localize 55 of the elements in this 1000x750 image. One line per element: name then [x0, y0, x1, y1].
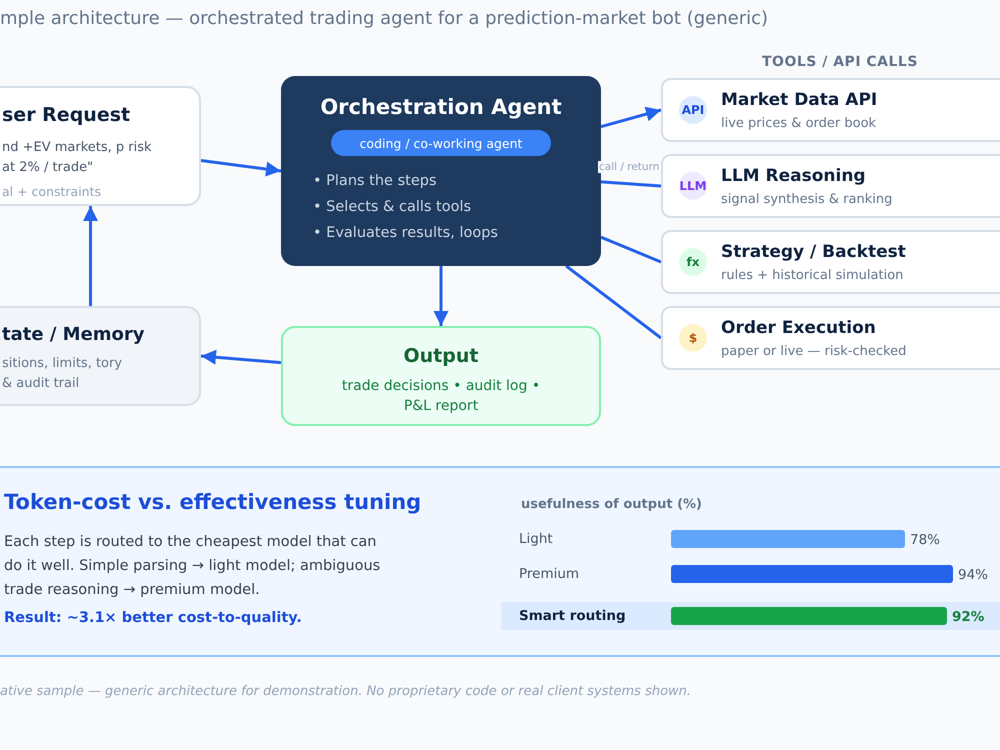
- card-subtitle: al + constraints: [2, 184, 102, 199]
- value-label: 78%: [910, 532, 940, 548]
- bullet-item: • Plans the steps: [313, 173, 436, 189]
- card-title: Market Data API: [721, 90, 878, 110]
- card-title: tate / Memory: [2, 324, 145, 345]
- agent-type-pill: [331, 130, 551, 156]
- arrow: [600, 106, 662, 128]
- card-subtitle: signal synthesis & ranking: [721, 192, 892, 207]
- value-label: 92%: [952, 609, 984, 625]
- arrow: [434, 266, 448, 326]
- panel-title: Token-cost vs. effectiveness tuning: [4, 490, 422, 514]
- card-title: Strategy / Backtest: [721, 242, 906, 262]
- chart-title: usefulness of output (%): [521, 497, 702, 512]
- section-heading: TOOLS / API CALLS: [762, 54, 918, 70]
- result-text: Result: ~3.1× better cost-to-quality.: [4, 610, 302, 626]
- tool-card: [661, 154, 1000, 218]
- card-subtitle: live prices & order book: [721, 116, 876, 131]
- arrow: [200, 159, 282, 176]
- request-card: [0, 86, 201, 206]
- badge-label: LLM: [679, 179, 707, 193]
- tool-icon-badge: [679, 248, 707, 276]
- category-label: Light: [519, 531, 553, 547]
- tool-card: [661, 306, 1000, 370]
- card-title: Order Execution: [721, 318, 876, 338]
- category-label: Premium: [519, 566, 580, 582]
- output-list: trade decisions • audit log • P&L report: [333, 376, 549, 416]
- agent-card: [281, 76, 601, 266]
- card-title: Orchestration Agent: [319, 95, 563, 119]
- footer-caption: ative sample — generic architecture for demonstration. No proprietary code or real client systems shown.: [0, 684, 692, 699]
- card-title: ser Request: [2, 104, 130, 126]
- card-title: Output: [402, 345, 480, 367]
- request-text: nd +EV markets, p risk at 2% / trade": [2, 139, 152, 177]
- bullet-item: • Evaluates results, loops: [313, 225, 498, 241]
- panel-paragraph: Each step is routed to the cheapest model that can do it well. Simple parsing → light model; ambiguous trade reasoning → premium model.: [4, 533, 382, 600]
- arrow: [83, 206, 98, 306]
- memory-card: [0, 306, 201, 406]
- badge-label: API: [680, 103, 706, 117]
- bullet-item: • Selects & calls tools: [313, 199, 472, 215]
- category-label: Smart routing: [519, 608, 626, 624]
- badge-label: $: [688, 331, 698, 345]
- diagram-title: mple architecture — orchestrated trading agent for a prediction-market bot (generic): [0, 8, 768, 29]
- card-subtitle: rules + historical simulation: [721, 268, 904, 283]
- value-label: 94%: [958, 567, 988, 583]
- edge-label: call / return: [598, 161, 660, 173]
- card-subtitle: sitions, limits, tory & audit trail: [2, 355, 124, 393]
- card-title: LLM Reasoning: [721, 166, 866, 186]
- output-card: [281, 326, 601, 426]
- card-subtitle: paper or live — risk-checked: [721, 344, 906, 359]
- tool-card: [661, 78, 1000, 142]
- tool-card: [661, 230, 1000, 294]
- arrow: [200, 350, 282, 365]
- tool-icon-badge: [679, 96, 707, 124]
- tool-icon-badge: [679, 324, 707, 352]
- badge-label: fx: [686, 255, 700, 269]
- pill-label: coding / co-working agent: [358, 136, 524, 151]
